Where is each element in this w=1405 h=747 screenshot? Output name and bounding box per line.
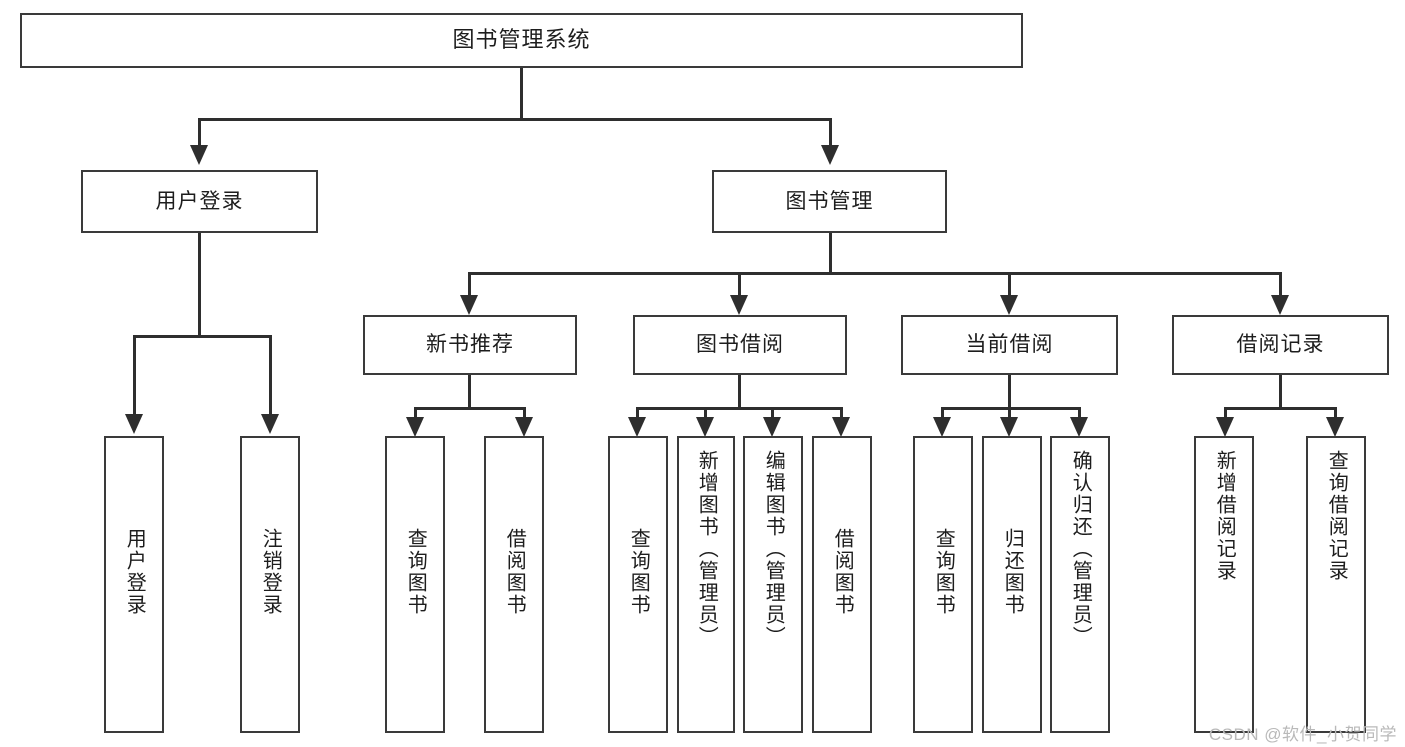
connector-current-3 [1078,407,1081,421]
arrow-borrow-leaf-3 [763,417,781,437]
node-book-borrow[interactable]: 图书借阅 [633,315,847,375]
arrow-bookmgmt-to-newbook [460,295,478,315]
leaf-label: 新增借阅记录 [1213,450,1236,582]
leaf-record-query-record[interactable]: 查询借阅记录 [1306,436,1366,733]
connector-newbook-left [414,407,417,421]
node-label: 新书推荐 [426,333,514,357]
leaf-label: 确认归还（管理员） [1069,450,1092,648]
connector-newbook-stem [468,375,471,409]
arrow-newbook-leaf-1 [406,417,424,437]
leaf-current-return-book[interactable]: 归还图书 [982,436,1042,733]
leaf-label: 新增图书（管理员） [695,450,718,648]
connector-borrow-1 [636,407,639,421]
leaf-current-confirm-return-admin[interactable]: 确认归还（管理员） [1050,436,1110,733]
connector-newbook-right [523,407,526,421]
node-new-book-recommend[interactable]: 新书推荐 [363,315,577,375]
connector-root-to-bookmgmt [829,118,832,148]
connector-current-2 [1008,407,1011,421]
connector-record-right [1334,407,1337,421]
leaf-user-logout[interactable]: 注销登录 [240,436,300,733]
arrow-userlogin-leaf-1 [125,414,143,434]
node-current-borrow[interactable]: 当前借阅 [901,315,1118,375]
connector-newbook-bar [414,407,526,410]
arrow-bookmgmt-to-borrow [730,295,748,315]
leaf-label: 查询图书 [627,528,650,616]
leaf-label: 借阅图书 [503,528,526,616]
leaf-label: 查询图书 [932,528,955,616]
connector-bookmgmt-to-current [1008,272,1011,298]
node-label: 用户登录 [155,189,244,213]
connector-current-1 [941,407,944,421]
arrow-current-leaf-2 [1000,417,1018,437]
arrow-bookmgmt-to-record [1271,295,1289,315]
leaf-current-query-book[interactable]: 查询图书 [913,436,973,733]
node-borrow-record[interactable]: 借阅记录 [1172,315,1389,375]
arrow-newbook-leaf-2 [515,417,533,437]
leaf-newbook-query-book[interactable]: 查询图书 [385,436,445,733]
leaf-user-login[interactable]: 用户登录 [104,436,164,733]
leaf-borrow-add-book-admin[interactable]: 新增图书（管理员） [677,436,735,733]
connector-bookmgmt-bar [468,272,1282,275]
leaf-label: 编辑图书（管理员） [762,450,785,648]
leaf-label: 借阅图书 [831,528,854,616]
connector-current-stem [1008,375,1011,409]
connector-bookmgmt-to-newbook [468,272,471,298]
connector-current-bar [941,407,1081,410]
node-book-management[interactable]: 图书管理 [712,170,947,233]
node-label: 图书借阅 [696,333,784,357]
arrow-root-to-bookmgmt [821,145,839,165]
arrow-bookmgmt-to-current [1000,295,1018,315]
connector-root-bar [198,118,832,121]
node-label: 图书管理 [785,189,874,213]
connector-userlogin-stem [198,233,201,337]
leaf-label: 查询借阅记录 [1325,450,1348,582]
node-root-system[interactable]: 图书管理系统 [20,13,1023,68]
leaf-borrow-borrow-book[interactable]: 借阅图书 [812,436,872,733]
leaf-borrow-query-book[interactable]: 查询图书 [608,436,668,733]
arrow-record-leaf-1 [1216,417,1234,437]
leaf-label: 查询图书 [404,528,427,616]
connector-bookmgmt-to-record [1279,272,1282,298]
connector-userlogin-bar [133,335,272,338]
connector-borrow-3 [771,407,774,421]
connector-borrow-bar [636,407,843,410]
connector-root-stem [520,68,523,120]
arrow-current-leaf-3 [1070,417,1088,437]
leaf-newbook-borrow-book[interactable]: 借阅图书 [484,436,544,733]
node-label: 借阅记录 [1236,333,1325,357]
connector-record-left [1224,407,1227,421]
leaf-label: 归还图书 [1001,528,1024,616]
arrow-userlogin-leaf-2 [261,414,279,434]
connector-bookmgmt-stem [829,233,832,274]
connector-userlogin-left [133,335,136,417]
arrow-record-leaf-2 [1326,417,1344,437]
connector-borrow-stem [738,375,741,409]
node-user-login[interactable]: 用户登录 [81,170,318,233]
arrow-borrow-leaf-1 [628,417,646,437]
arrow-borrow-leaf-4 [832,417,850,437]
connector-record-bar [1224,407,1337,410]
connector-userlogin-right [269,335,272,417]
connector-root-to-userlogin [198,118,201,148]
connector-bookmgmt-to-borrow [738,272,741,298]
leaf-label: 注销登录 [259,528,282,616]
arrow-current-leaf-1 [933,417,951,437]
leaf-record-add-record[interactable]: 新增借阅记录 [1194,436,1254,733]
leaf-label: 用户登录 [123,528,146,616]
connector-record-stem [1279,375,1282,409]
leaf-borrow-edit-book-admin[interactable]: 编辑图书（管理员） [743,436,803,733]
node-label: 图书管理系统 [452,27,591,53]
connector-borrow-4 [840,407,843,421]
arrow-borrow-leaf-2 [696,417,714,437]
node-label: 当前借阅 [965,333,1054,357]
connector-borrow-2 [704,407,707,421]
arrow-root-to-userlogin [190,145,208,165]
